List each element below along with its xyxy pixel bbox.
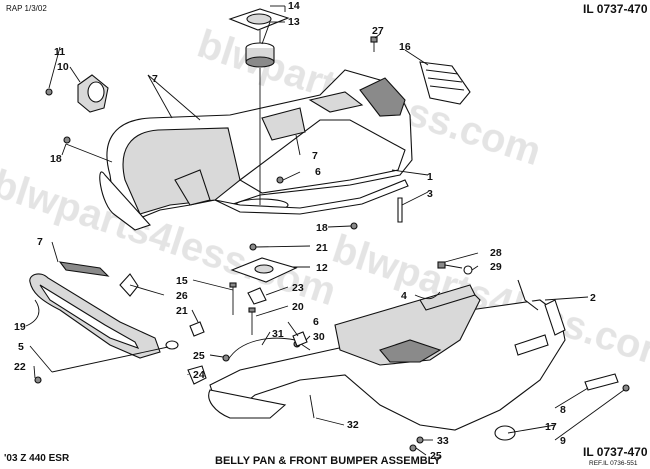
callout-22: 22 <box>14 361 26 373</box>
part-15-bolt <box>229 282 237 315</box>
callout-20: 20 <box>292 301 304 313</box>
illustration-code-top: IL 0737-470 <box>583 2 648 16</box>
callout-26: 26 <box>176 290 188 302</box>
callout-7b: 7 <box>312 150 318 162</box>
diagram-title: BELLY PAN & FRONT BUMPER ASSEMBLY <box>215 455 441 467</box>
part-hook-right <box>517 279 539 311</box>
callout-25a: 25 <box>193 350 205 362</box>
revision-code: RAP 1/3/02 <box>6 4 47 13</box>
part-28-bolt <box>437 261 463 269</box>
part-21-clip-lower <box>189 321 205 337</box>
part-30-clip <box>292 331 308 347</box>
callout-21a: 21 <box>316 242 328 254</box>
part-12-plate <box>230 257 298 283</box>
callout-21b: 21 <box>176 305 188 317</box>
part-7-decal-left <box>58 261 110 277</box>
part-21-washer <box>249 243 257 251</box>
part-18-screw-left <box>63 136 71 144</box>
part-23-bracket <box>247 287 267 305</box>
callout-31: 31 <box>272 328 284 340</box>
part-22-screw <box>34 376 42 384</box>
part-27-screw <box>370 36 378 52</box>
reference-code: REF.IL 0736-551 <box>589 460 638 467</box>
part-19-front-bumper <box>29 273 161 359</box>
part-17-cap <box>494 425 516 441</box>
part-5-retainer <box>165 340 179 350</box>
callout-13: 13 <box>288 16 300 28</box>
callout-12: 12 <box>316 262 328 274</box>
callout-6a: 6 <box>315 166 321 178</box>
callout-5: 5 <box>18 341 24 353</box>
front-bumper-lower <box>208 289 566 431</box>
callout-8: 8 <box>560 404 566 416</box>
callout-29: 29 <box>490 261 502 273</box>
callout-16: 16 <box>399 41 411 53</box>
callout-17: 17 <box>545 421 557 433</box>
part-33-screw <box>416 436 424 444</box>
part-13-boot <box>245 42 275 68</box>
callout-25b: 25 <box>430 450 442 462</box>
part-25-screw-left <box>222 354 230 362</box>
callout-15: 15 <box>176 275 188 287</box>
part-4-mesh <box>419 284 476 311</box>
callout-6b: 6 <box>313 316 319 328</box>
callout-1: 1 <box>427 171 433 183</box>
part-11-screw <box>45 88 53 96</box>
callout-19: 19 <box>14 321 26 333</box>
callout-numbers: 14 13 27 16 11 10 7 18 7 6 1 3 18 21 12 … <box>14 0 596 462</box>
part-24-clamp <box>187 365 207 385</box>
belly-pan-upper <box>99 69 413 231</box>
leader-lines <box>25 5 625 456</box>
part-18-screw-center <box>350 222 358 230</box>
part-8-plate <box>584 373 619 391</box>
part-6-rivet-upper <box>276 176 284 184</box>
callout-14: 14 <box>288 0 300 12</box>
callout-9: 9 <box>560 435 566 447</box>
part-14-gasket-plate <box>228 8 290 31</box>
part-32-bolt <box>309 394 315 419</box>
callout-11: 11 <box>54 46 65 58</box>
callout-27: 27 <box>372 25 384 37</box>
part-29-nut <box>463 265 473 275</box>
callout-23: 23 <box>292 282 304 294</box>
part-3-pin <box>397 197 403 223</box>
part-16-grille <box>419 61 471 105</box>
callout-18b: 18 <box>316 222 328 234</box>
illustration-code-bottom: IL 0737-470 <box>583 445 648 459</box>
part-10-nozzle <box>77 74 109 113</box>
callout-18a: 18 <box>50 153 62 165</box>
callout-32: 32 <box>347 419 359 431</box>
callout-24: 24 <box>193 369 205 381</box>
callout-7a: 7 <box>152 73 158 85</box>
callout-10: 10 <box>57 61 69 73</box>
callout-3: 3 <box>427 188 433 200</box>
callout-28: 28 <box>490 247 502 259</box>
part-25-screw-right <box>409 444 417 452</box>
model-label: '03 Z 440 ESR <box>4 453 70 464</box>
callout-33: 33 <box>437 435 449 447</box>
part-26-clamp <box>119 273 139 297</box>
callout-4: 4 <box>401 290 407 302</box>
part-9-screw <box>622 384 630 392</box>
callout-30: 30 <box>313 331 325 343</box>
part-20-bolt <box>248 307 256 335</box>
callout-7c: 7 <box>37 236 43 248</box>
callout-2: 2 <box>590 292 596 304</box>
